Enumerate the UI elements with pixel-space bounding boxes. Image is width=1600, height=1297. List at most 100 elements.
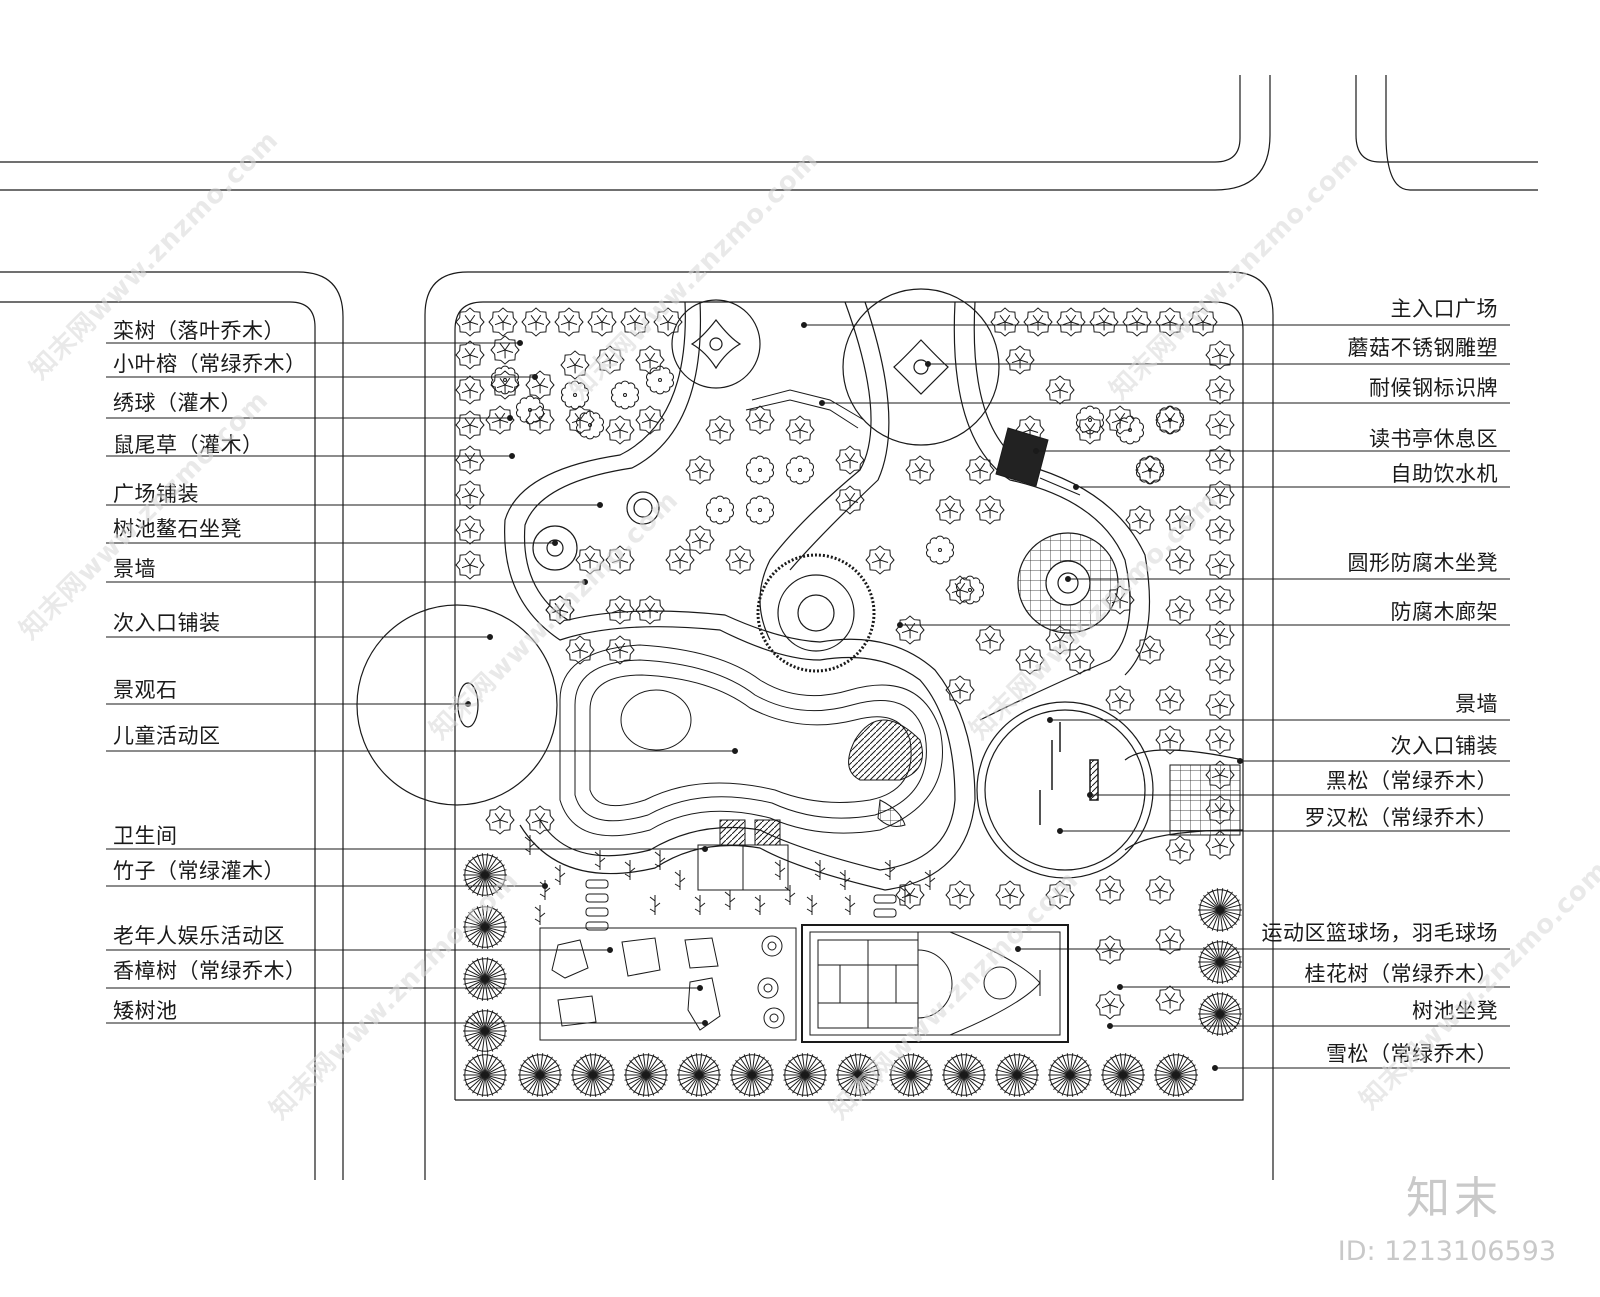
tree-symbol (1015, 645, 1045, 675)
tree-symbol (1023, 307, 1053, 337)
leader-line (925, 361, 1510, 367)
toilet-block (697, 819, 789, 891)
tree-symbol (455, 410, 485, 440)
tree-symbol (595, 345, 625, 375)
tree-symbol (1095, 990, 1125, 1020)
tree-symbol (975, 495, 1005, 525)
label-tree-pool-bench: 树池坐凳 (1412, 999, 1498, 1023)
tree-symbol (1155, 925, 1185, 955)
tree-symbol (706, 495, 734, 525)
tree-symbol (525, 805, 555, 835)
leader-line (106, 947, 613, 953)
bamboo-symbol (554, 865, 566, 885)
tree-symbol (491, 365, 519, 395)
leader-line (801, 322, 1510, 328)
leader-line (1033, 448, 1510, 454)
tree-symbol (545, 595, 575, 625)
label-landscape-stone: 景观石 (113, 678, 178, 702)
tree-symbol (945, 880, 975, 910)
tree-symbol (525, 370, 555, 400)
label-low-tree-pool: 矮树池 (113, 999, 178, 1023)
bamboo-symbol (754, 895, 766, 915)
label-wood-pergola: 防腐木廊架 (1390, 600, 1498, 624)
tree-symbol (1005, 345, 1035, 375)
bamboo-symbol (694, 895, 706, 915)
stepping-stones (585, 879, 897, 931)
tree-symbol (1205, 550, 1235, 580)
bamboo-symbol (654, 850, 666, 870)
tree-symbol (565, 635, 595, 665)
tree-symbol (835, 485, 865, 515)
tree-symbol (1205, 340, 1235, 370)
bamboo-symbol (814, 860, 826, 880)
tree-symbol (1125, 505, 1155, 535)
label-salvia: 鼠尾草（灌木） (113, 433, 264, 457)
tree-symbol (611, 380, 639, 410)
leader-line (106, 634, 493, 640)
tree-symbol (635, 345, 665, 375)
tree-symbol (560, 350, 590, 380)
leader-line (897, 622, 1510, 628)
tree-symbol (463, 1009, 507, 1053)
tree-symbol (665, 545, 695, 575)
tree-symbol (926, 535, 954, 565)
tree-symbol (835, 445, 865, 475)
label-camphor-tree: 香樟树（常绿乔木） (113, 959, 307, 983)
tree-symbol (455, 445, 485, 475)
label-secondary-entry-paving-right: 次入口铺装 (1390, 734, 1498, 758)
bamboo-symbol (839, 870, 851, 890)
tree-symbol (490, 335, 520, 365)
leader-line (1107, 1023, 1510, 1029)
tree-symbol (518, 1053, 562, 1097)
tree-symbol (1205, 445, 1235, 475)
tree-symbol (746, 495, 774, 525)
tree-symbol (975, 625, 1005, 655)
leader-line (106, 340, 523, 346)
label-bamboo: 竹子（常绿灌木） (113, 859, 285, 883)
bamboo-symbols (524, 835, 936, 925)
tree-symbol (889, 1053, 933, 1097)
tree-symbol (576, 410, 604, 440)
tree-symbol (455, 375, 485, 405)
tree-symbol (1205, 515, 1235, 545)
bamboo-symbol (534, 905, 546, 925)
tree-symbol (587, 307, 617, 337)
label-black-pine: 黑松（常绿乔木） (1326, 769, 1498, 793)
label-osmanthus: 桂花树（常绿乔木） (1304, 962, 1498, 986)
tree-symbol (565, 405, 595, 435)
leader-line (1047, 717, 1510, 723)
label-secondary-entry-paving-left: 次入口铺装 (113, 611, 221, 635)
tree-symbol (485, 805, 515, 835)
leader-line (1073, 484, 1510, 490)
tree-symbol (677, 1053, 721, 1097)
sculpture-flowers (690, 319, 949, 395)
tree-symbol (1155, 985, 1185, 1015)
tree-symbol (463, 853, 507, 897)
leader-line (1015, 946, 1510, 952)
label-main-entry-plaza: 主入口广场 (1390, 297, 1498, 321)
tree-symbol (1205, 480, 1235, 510)
tree-symbol (785, 415, 815, 445)
tree-symbol (571, 1053, 615, 1097)
reading-pavilion (995, 427, 1081, 496)
tree-symbol (635, 595, 665, 625)
tree-symbol (516, 395, 544, 425)
tree-symbol (554, 307, 584, 337)
leader-line (1237, 758, 1510, 764)
label-elderly-activity-area: 老年人娱乐活动区 (113, 924, 285, 948)
leader-line (1117, 984, 1510, 990)
label-podocarpus: 罗汉松（常绿乔木） (1304, 806, 1498, 830)
tree-symbol (455, 515, 485, 545)
label-reading-pavilion: 读书亭休息区 (1369, 427, 1498, 451)
tree-symbol (455, 307, 485, 337)
tree-symbol (1101, 1053, 1145, 1097)
tree-symbol (1048, 1053, 1092, 1097)
tree-symbol (942, 1053, 986, 1097)
label-plaza-paving: 广场铺装 (113, 482, 199, 506)
callout-leader-lines (106, 322, 1510, 1071)
tree-symbol (746, 455, 774, 485)
tree-symbol (956, 575, 984, 605)
tree-symbol (1155, 307, 1185, 337)
tree-symbol (1136, 455, 1164, 485)
label-hydrangea: 绣球（灌木） (113, 391, 242, 415)
